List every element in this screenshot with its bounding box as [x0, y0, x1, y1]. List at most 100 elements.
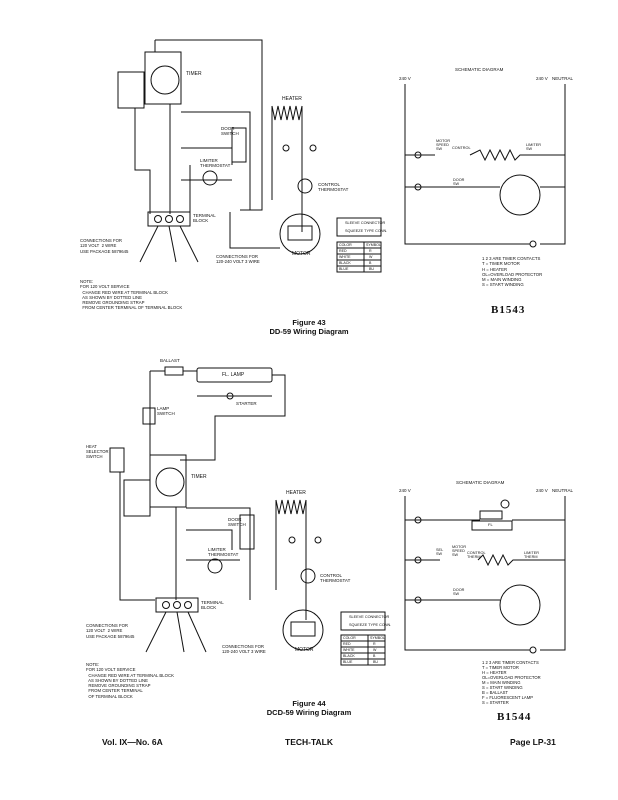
color-legend-43 [336, 241, 382, 273]
legend-row-color: WHITE [343, 648, 355, 652]
motor-43 [279, 213, 321, 255]
figure-43-title: DD-59 Wiring Diagram [269, 327, 349, 336]
note-44: NOTE: FOR 120 VOLT SERVICE CHANGE RED WI… [86, 662, 174, 699]
legend-row-color: RED [339, 249, 347, 253]
door-switch-44 [239, 514, 255, 550]
legend-squeeze-43: SQUEEZE TYPE CONN. [345, 229, 388, 233]
schematic-motor-speed-43: MOTOR SPEED SW [436, 139, 451, 152]
lamp-switch-label-44: LAMP SWITCH [157, 406, 175, 416]
schematic-240v-left-43: 240 V [399, 76, 411, 81]
legend-row-color: WHITE [339, 255, 351, 259]
motor-label-44: MOTOR [295, 647, 314, 653]
schematic-title-43: SCHEMATIC DIAGRAM [455, 67, 504, 72]
connections-120-240-44: CONNECTIONS FOR 120-240 VOLT 3 WIRE [222, 644, 266, 655]
ballast-44 [164, 366, 184, 376]
legend-row-symbol: B [369, 261, 372, 265]
legend-row-symbol: R [373, 642, 376, 646]
figure-43-number: Figure 43 [292, 318, 326, 327]
limiter-thermostat-43 [202, 170, 218, 186]
door-switch-label-44: DOOR SWITCH [228, 517, 246, 527]
footer-volume: Vol. IX—No. 6A [102, 737, 163, 747]
fl-lamp-label-44: FL. LAMP [222, 372, 245, 378]
connections-120-240-43: CONNECTIONS FOR 120-240 VOLT 3 WIRE [216, 254, 260, 265]
connector-legend-43 [336, 217, 382, 237]
schematic-neutral-44: NEUTRAL [552, 488, 574, 493]
starter-label-44: STARTER [236, 401, 257, 406]
schematic-motor-speed-44: MOTOR SPEED SW [452, 545, 467, 558]
heat-selector-switch-44 [109, 447, 125, 473]
figure-44-drawing [109, 366, 566, 666]
control-thermostat-label-43: CONTROL THERMOSTAT [318, 182, 349, 192]
control-thermostat-44 [300, 568, 316, 584]
figure-code-43: B1543 [491, 304, 526, 316]
schematic-title-44: SCHEMATIC DIAGRAM [456, 480, 505, 485]
limiter-thermostat-label-43: LIMITER THERMOSTAT [200, 158, 231, 168]
schematic-fl-44: FL [488, 522, 493, 527]
motor-44 [282, 609, 324, 651]
legend-row-symbol: B [373, 654, 376, 658]
legend-symbol-header-44: SYMBOL [370, 636, 385, 640]
door-switch-43 [231, 127, 247, 163]
timer-44 [149, 454, 187, 508]
timer-label-44: TIMER [191, 474, 207, 480]
footer-page: Page LP-31 [510, 737, 556, 747]
limiter-thermostat-44 [207, 558, 223, 574]
door-switch-label-43: DOOR SWITCH [221, 126, 239, 136]
heater-label-44: HEATER [286, 490, 306, 496]
ballast-label-44: BALLAST [160, 358, 180, 363]
schematic-240v-right-44: 240 V [536, 488, 548, 493]
schematic-limiter-43: LIMITER SW [526, 143, 541, 152]
legend-symbol-header-43: SYMBOL [366, 243, 381, 247]
heater-44 [275, 499, 307, 515]
legend-sleeve-43: SLEEVE CONNECTOR [345, 221, 386, 225]
legend-row-symbol: R [369, 249, 372, 253]
motor-label-43: MOTOR [292, 251, 311, 257]
schematic-44 [404, 496, 566, 654]
control-thermostat-43 [297, 178, 313, 194]
timer-43 [144, 51, 182, 105]
legend-color-header-44: COLOR [343, 636, 356, 640]
figure-44-number: Figure 44 [292, 699, 326, 708]
schematic-control-44: CONTROL THERM [467, 551, 486, 560]
color-legend-44 [340, 634, 386, 666]
legend-row-color: RED [343, 642, 351, 646]
heat-selector-label-44: HEAT SELECTOR SWITCH [86, 444, 109, 459]
schematic-door-sw-43: DOOR SW [453, 178, 465, 187]
schematic-legend-43: 1 2 3 ARE TIMER CONTACTS T = TIMER MOTOR… [482, 256, 543, 288]
heater-43 [271, 105, 303, 121]
schematic-sel-sw-44: SEL SW [436, 548, 444, 557]
terminal-block-label-43: TERMINAL BLOCK [193, 213, 216, 223]
legend-row-symbol: BU [369, 267, 374, 271]
legend-row-color: BLUE [343, 660, 353, 664]
legend-row-symbol: BU [373, 660, 378, 664]
figure-44-title: DCD-59 Wiring Diagram [266, 708, 352, 717]
connections-120-43: CONNECTIONS FOR 120 VOLT 2 WIRE USE PACK… [80, 238, 129, 254]
schematic-door-sw-44: DOOR SW [453, 588, 465, 597]
legend-color-header-43: COLOR [339, 243, 352, 247]
legend-row-color: BLACK [339, 261, 351, 265]
schematic-legend-44: 1 2 3 ARE TIMER CONTACTS T = TIMER MOTOR… [482, 660, 541, 705]
figure-43-drawing [117, 39, 566, 273]
legend-sleeve-44: SLEEVE CONNECTOR [349, 615, 390, 619]
lamp-switch-44 [142, 407, 156, 425]
connector-legend-44 [340, 611, 386, 631]
schematic-control-43: CONTROL [452, 146, 471, 150]
legend-row-symbol: W [369, 255, 373, 259]
schematic-43 [404, 84, 566, 248]
connections-120-44: CONNECTIONS FOR 120 VOLT 2 WIRE USE PACK… [86, 623, 135, 639]
legend-row-color: BLUE [339, 267, 349, 271]
legend-row-color: BLACK [343, 654, 355, 658]
legend-squeeze-44: SQUEEZE TYPE CONN. [349, 623, 392, 627]
figure-code-44: B1544 [497, 711, 532, 723]
heater-label-43: HEATER [282, 96, 302, 102]
schematic-240v-left-44: 240 V [399, 488, 411, 493]
control-thermostat-label-44: CONTROL THERMOSTAT [320, 573, 351, 583]
legend-row-symbol: W [373, 648, 377, 652]
schematic-limiter-44: LIMITER THERM [524, 551, 539, 560]
schematic-240v-right-43: 240 V [536, 76, 548, 81]
terminal-block-label-44: TERMINAL BLOCK [201, 600, 224, 610]
note-43: NOTE: FOR 120 VOLT SERVICE CHANGE RED WI… [80, 279, 183, 311]
footer-title: TECH-TALK [285, 737, 333, 747]
schematic-neutral-43: NEUTRAL [552, 76, 574, 81]
